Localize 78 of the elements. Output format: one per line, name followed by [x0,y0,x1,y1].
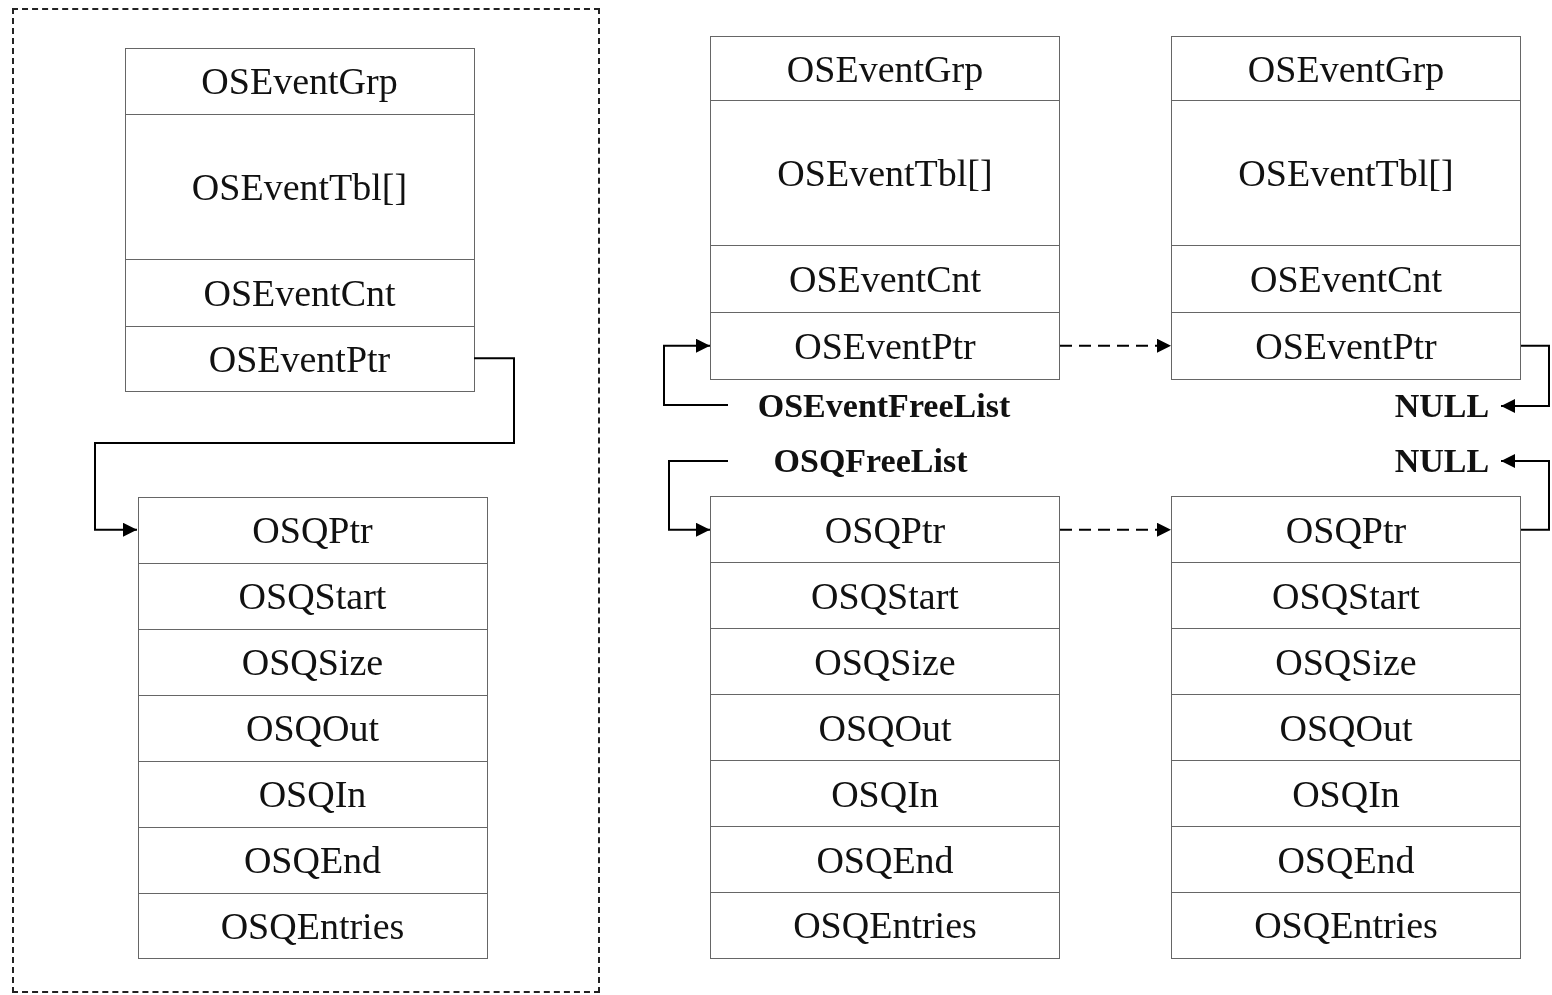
struct-field [1171,760,1521,828]
struct-field [124,258,475,327]
pointer-label: OSEventFreeList [728,388,1040,424]
struct-field [1171,312,1521,380]
arrow [1059,338,1172,353]
field-label: OSEventCnt [788,257,982,302]
struct-field [710,826,1060,894]
struct-field [137,496,488,564]
struct-field [710,245,1060,314]
struct-field [710,312,1060,380]
struct-field [710,36,1060,102]
field-label: OSQStart [238,574,387,619]
field-label: OSEventPtr [794,323,976,368]
field-label: OSQOut [1279,705,1413,750]
pointer-label: OSQFreeList [728,443,1013,479]
struct-field [1171,562,1521,630]
arrow [1500,454,1550,531]
struct-field [710,100,1060,247]
field-label: OSEventGrp [1247,46,1445,91]
struct-field [710,760,1060,828]
struct-field [710,562,1060,630]
struct-field [1171,100,1521,247]
struct-field [710,694,1060,762]
field-label: OSEventPtr [1255,323,1437,368]
struct-field [1171,628,1521,696]
field-label: OSQEntries [1254,903,1438,948]
field-label: OSQSize [1275,639,1417,684]
field-label: OSQSize [814,639,956,684]
struct-field [1171,694,1521,762]
field-label: OSQPtr [824,507,946,552]
struct-field [1171,826,1521,894]
struct-field [124,113,475,260]
struct-field [1171,892,1521,959]
field-label: OSEventTbl[] [191,164,408,209]
struct-field [1171,36,1521,102]
dashed-frame [12,8,600,993]
struct-field [710,496,1060,564]
struct-field [710,892,1060,959]
pointer-label: NULL [1383,388,1501,424]
pointer-label: NULL [1383,443,1501,479]
field-label: OSEventTbl[] [777,151,993,196]
field-label: OSEventTbl[] [1238,151,1454,196]
arrow [668,460,729,537]
field-label: OSEventCnt [1249,257,1443,302]
struct-field [710,628,1060,696]
struct-field [1171,245,1521,314]
field-label: OSQEnd [243,838,382,883]
field-label: OSQStart [1272,573,1420,618]
field-label: OSQEntries [220,903,405,948]
struct-field [1171,496,1521,564]
field-label: OSEventGrp [201,59,398,104]
field-label: OSQPtr [1285,507,1407,552]
field-label: OSQIn [258,772,367,817]
field-label: OSQIn [831,771,939,816]
field-label: OSQSize [241,640,384,685]
arrow [1059,522,1172,537]
field-label: OSEventCnt [203,270,396,315]
struct-field [137,694,488,762]
field-label: OSQEntries [793,903,977,948]
struct-field [137,760,488,828]
field-label: OSQIn [1292,771,1400,816]
arrow [94,357,515,537]
struct-field [124,47,475,115]
field-label: OSQOut [818,705,952,750]
struct-field [137,826,488,894]
struct-field [124,325,475,392]
arrow [1500,344,1550,413]
field-label: OSQOut [246,706,379,751]
field-label: OSEventGrp [786,46,984,91]
field-label: OSQPtr [252,508,373,553]
field-label: OSQEnd [816,837,954,882]
field-label: OSEventPtr [208,336,391,381]
field-label: OSQStart [811,573,959,618]
arrow [663,338,729,406]
field-label: OSQEnd [1277,837,1415,882]
struct-field [137,562,488,630]
struct-field [137,628,488,696]
struct-field [137,892,488,959]
